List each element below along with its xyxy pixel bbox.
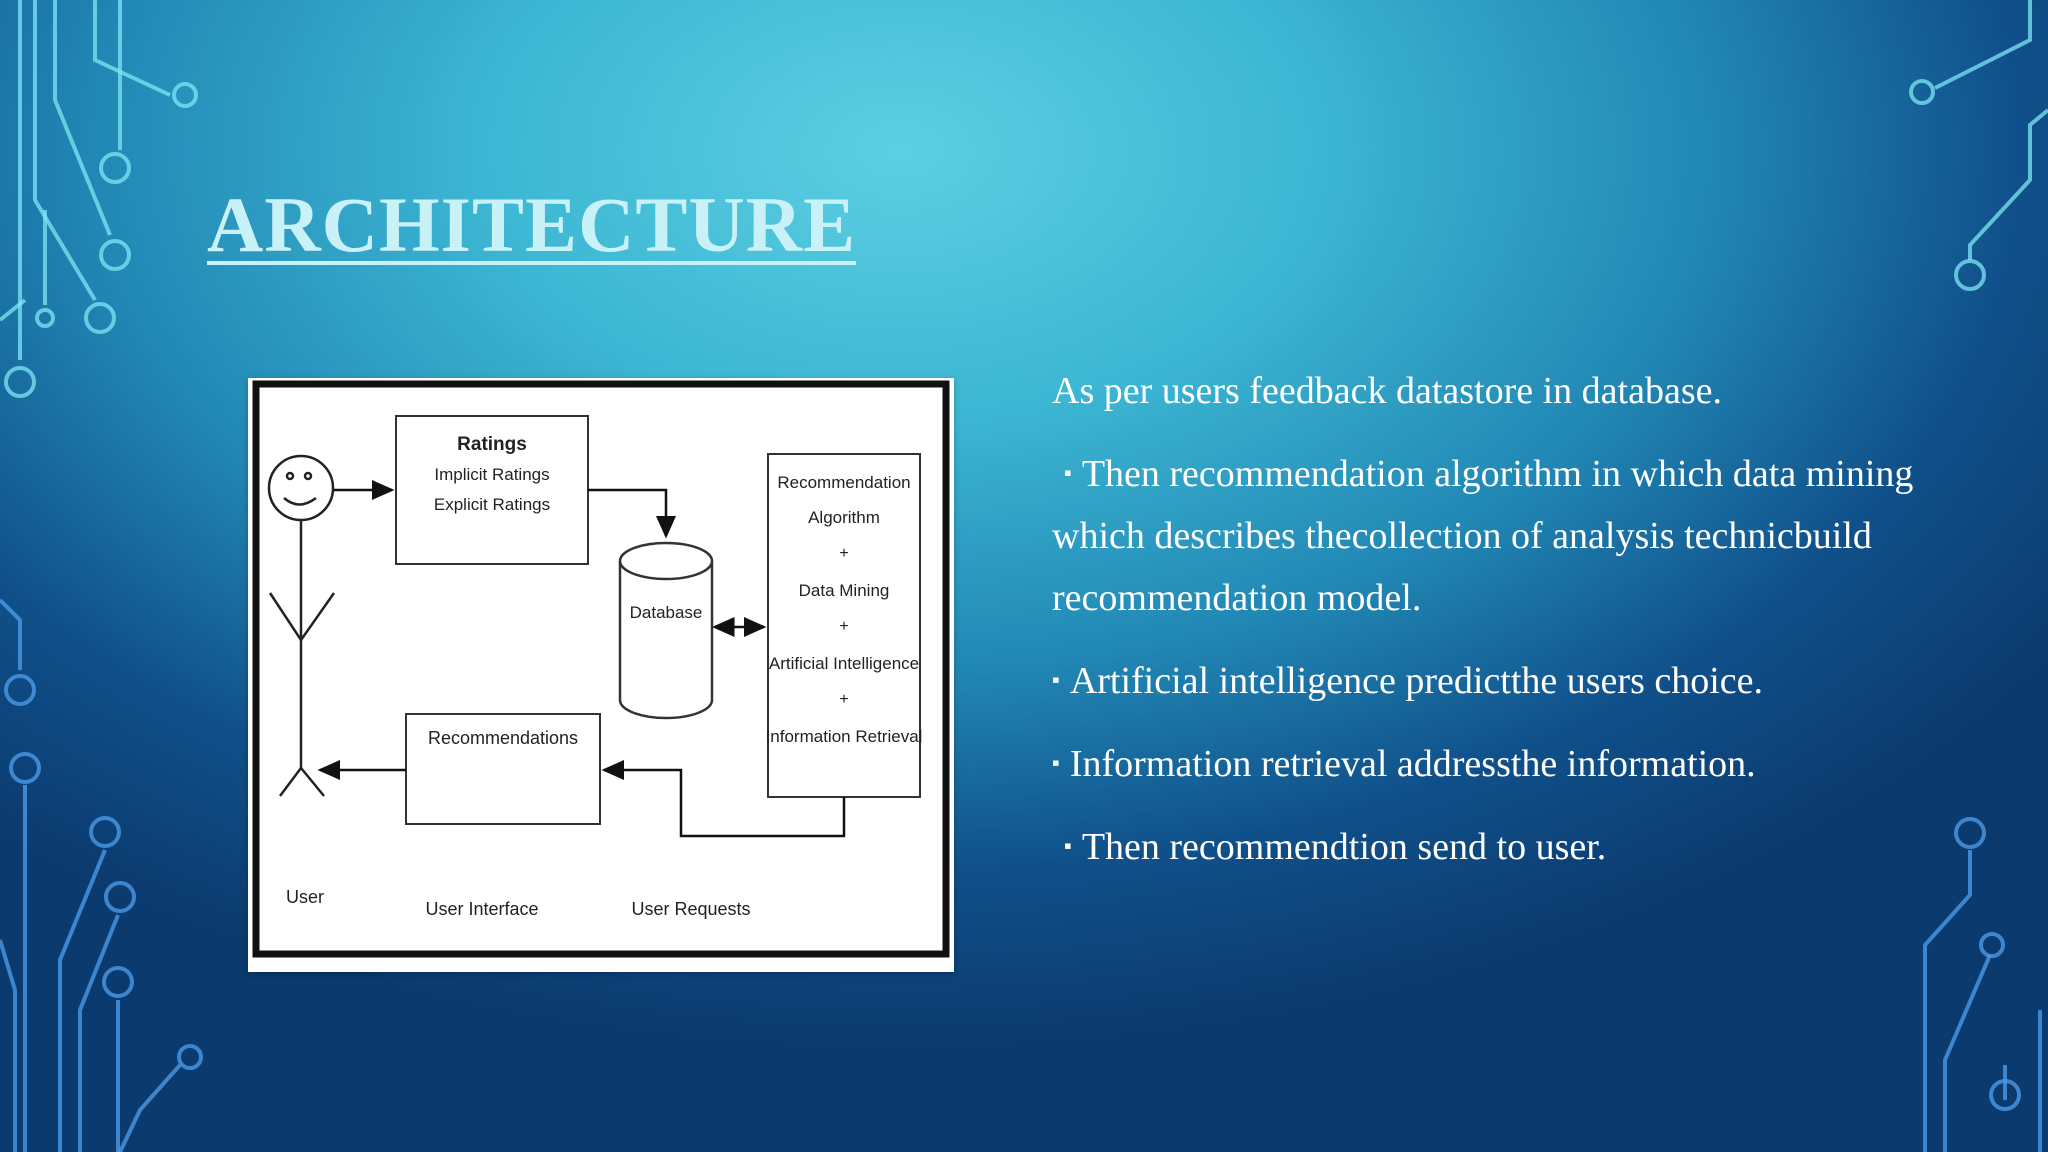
paragraph-4-text: Information retrieval addressthe informa… <box>1069 743 1756 785</box>
bullet-icon: ▪ <box>1052 750 1060 775</box>
algo-data-mining: Data Mining <box>799 581 890 600</box>
algorithm-box <box>767 453 921 798</box>
ratings-title: Ratings <box>457 434 527 455</box>
ratings-explicit: Explicit Ratings <box>434 495 550 514</box>
algo-ai: Artificial Intelligence <box>769 654 919 673</box>
diagram-frame <box>252 380 950 958</box>
body-text: As per users feedback datastore in datab… <box>1052 360 1982 898</box>
ratings-implicit: Implicit Ratings <box>434 465 549 484</box>
slide-title: ARCHITECTURE <box>207 181 857 268</box>
paragraph-2-text: Then recommendation algorithm in which d… <box>1052 453 1914 619</box>
label-user-requests: User Requests <box>631 899 750 919</box>
recommendations-label: Recommendations <box>428 728 578 748</box>
user-figure <box>267 454 336 797</box>
label-user: User <box>286 887 324 907</box>
algo-recommendation: Recommendation <box>777 473 910 492</box>
algo-algorithm: Algorithm <box>808 508 880 527</box>
diagram-svg: Ratings Implicit Ratings Explicit Rating… <box>252 380 950 958</box>
arrow-algorithm-to-recommendations <box>601 760 846 838</box>
paragraph-5-text: Then recommendtion send to user. <box>1081 826 1607 868</box>
paragraph-3: ▪ Artificial intelligence predictthe user… <box>1052 649 1982 712</box>
paragraph-1: As per users feedback datastore in datab… <box>1052 360 1982 422</box>
algo-plus-2: + <box>839 618 848 635</box>
paragraph-2: ▪Then recommendation algorithm in which … <box>1052 442 1982 629</box>
paragraph-5: ▪ Then recommendtion send to user. <box>1052 815 1982 878</box>
paragraph-1-text: As per users feedback datastore in datab… <box>1052 370 1722 412</box>
bullet-icon: ▪ <box>1064 460 1072 485</box>
algo-plus-3: + <box>839 691 848 708</box>
bullet-icon: ▪ <box>1064 833 1072 858</box>
paragraph-3-text: Artificial intelligence predictthe users… <box>1069 660 1764 702</box>
database-cylinder <box>618 541 714 720</box>
architecture-diagram: Ratings Implicit Ratings Explicit Rating… <box>248 378 954 972</box>
bullet-icon: ▪ <box>1052 667 1060 692</box>
arrow-ratings-to-database <box>588 488 676 539</box>
ratings-box <box>395 415 589 565</box>
recommendations-box <box>405 713 601 825</box>
label-user-interface: User Interface <box>425 899 538 919</box>
database-label: Database <box>630 603 703 622</box>
algo-ir: Information Retrieval <box>766 727 923 746</box>
algo-plus-1: + <box>839 545 848 562</box>
paragraph-4: ▪ Information retrieval addressthe inform… <box>1052 732 1982 795</box>
